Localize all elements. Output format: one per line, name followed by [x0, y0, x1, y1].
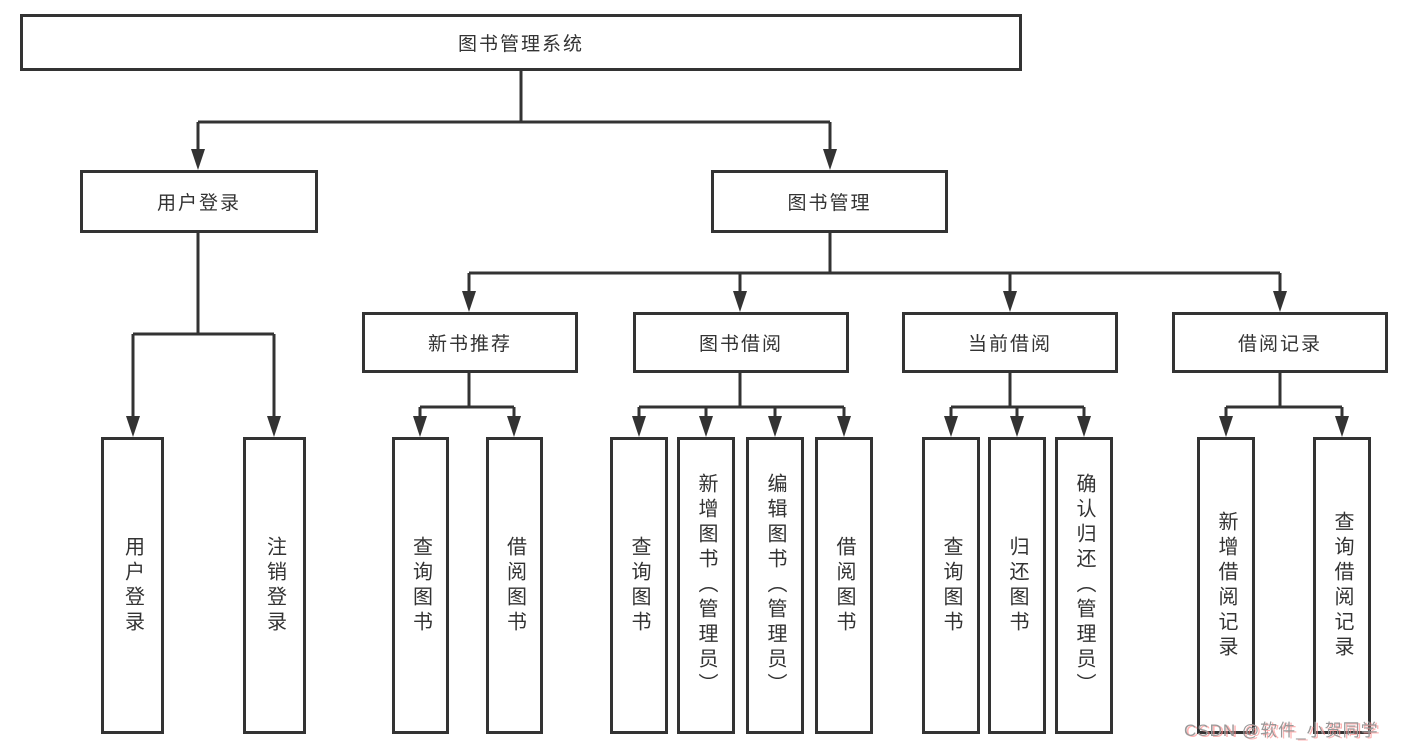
- leaf-query-books-recommend-label: 查询图书: [409, 535, 432, 636]
- leaf-confirm-return-admin: 确认归还（管理员）: [1055, 437, 1113, 734]
- node-book-management-label: 图书管理: [787, 193, 872, 214]
- node-root: 图书管理系统: [20, 14, 1022, 71]
- leaf-logout: 注销登录: [243, 437, 306, 734]
- node-book-borrowing: 图书借阅: [633, 312, 849, 373]
- leaf-query-borrow-record: 查询借阅记录: [1313, 437, 1371, 734]
- leaf-logout-label: 注销登录: [263, 535, 286, 636]
- node-book-management: 图书管理: [711, 170, 948, 233]
- node-borrowing-records-label: 借阅记录: [1237, 334, 1322, 355]
- node-borrowing-records: 借阅记录: [1172, 312, 1388, 373]
- leaf-add-book-admin-label: 新增图书（管理员）: [695, 473, 717, 698]
- leaf-query-books-current: 查询图书: [922, 437, 980, 734]
- leaf-query-books-recommend: 查询图书: [392, 437, 449, 734]
- leaf-edit-book-admin-label: 编辑图书（管理员）: [764, 473, 786, 698]
- leaf-confirm-return-admin-label: 确认归还（管理员）: [1073, 473, 1095, 698]
- node-new-book-recommend-label: 新书推荐: [427, 334, 512, 355]
- leaf-return-books-label: 归还图书: [1006, 535, 1028, 636]
- node-user-login-label: 用户登录: [156, 193, 241, 214]
- node-user-login: 用户登录: [80, 170, 318, 233]
- node-root-label: 图书管理系统: [457, 34, 584, 55]
- node-current-borrowing: 当前借阅: [902, 312, 1118, 373]
- leaf-edit-book-admin: 编辑图书（管理员）: [746, 437, 804, 734]
- node-current-borrowing-label: 当前借阅: [967, 334, 1052, 355]
- leaf-borrow-books-recommend: 借阅图书: [486, 437, 543, 734]
- leaf-borrow-books: 借阅图书: [815, 437, 873, 734]
- leaf-return-books: 归还图书: [988, 437, 1046, 734]
- leaf-add-borrow-record-label: 新增借阅记录: [1215, 510, 1237, 661]
- leaf-user-login-label: 用户登录: [121, 535, 144, 636]
- leaf-query-books-borrow: 查询图书: [610, 437, 668, 734]
- watermark: CSDN @软件_小贺同学: [1184, 721, 1379, 740]
- leaf-query-books-borrow-label: 查询图书: [628, 535, 650, 636]
- leaf-query-books-current-label: 查询图书: [940, 535, 962, 636]
- leaf-query-borrow-record-label: 查询借阅记录: [1331, 510, 1353, 661]
- node-book-borrowing-label: 图书借阅: [698, 334, 783, 355]
- leaf-add-borrow-record: 新增借阅记录: [1197, 437, 1255, 734]
- leaf-user-login: 用户登录: [101, 437, 164, 734]
- leaf-add-book-admin: 新增图书（管理员）: [677, 437, 735, 734]
- node-new-book-recommend: 新书推荐: [362, 312, 578, 373]
- arrowhead-icons: [126, 149, 1349, 437]
- leaf-borrow-books-recommend-label: 借阅图书: [503, 535, 526, 636]
- leaf-borrow-books-label: 借阅图书: [833, 535, 855, 636]
